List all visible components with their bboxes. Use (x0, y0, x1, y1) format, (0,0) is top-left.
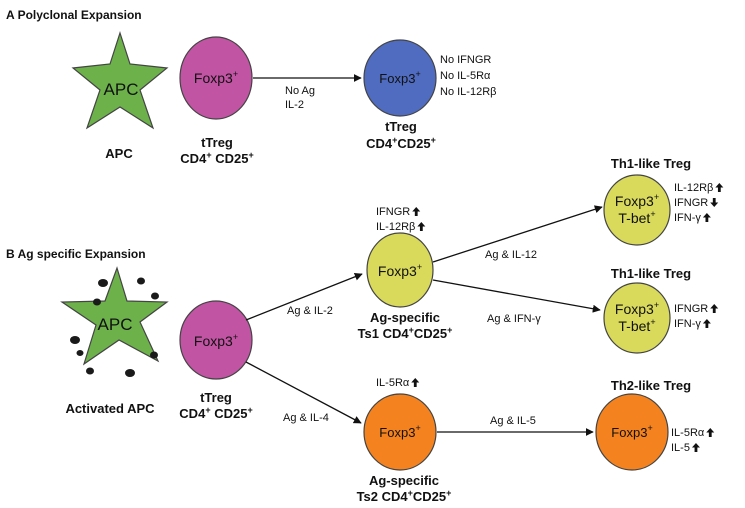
arrow-up-icon (702, 319, 711, 328)
treg-expanded-caption: CD4+CD25+ (366, 135, 436, 151)
th1a-line1: Foxp3+ (615, 192, 659, 209)
marker-label: IFN-γ (674, 212, 701, 224)
ttreg-b-label: Foxp3+ (194, 332, 238, 349)
arrow-up-icon (706, 428, 715, 437)
arrow-up-icon (710, 304, 719, 313)
activated-apc-label: APC (98, 315, 133, 334)
ttreg-cell-a: Foxp3+ (179, 36, 253, 120)
apc-cell-a: APC (71, 31, 169, 130)
th1-like-treg-b-title: Th1-like Treg (611, 266, 691, 281)
arrow-up-icon (702, 213, 711, 222)
ts1-label: Foxp3+ (378, 262, 422, 279)
antigen-particles (70, 277, 159, 377)
ts1-cell: Foxp3+ (366, 232, 434, 308)
ts2-markers: IL-5Rα (376, 377, 420, 389)
apc-caption: APC (105, 146, 133, 161)
arrow-ag-ifng (432, 279, 601, 313)
edge-ag-il4-label: Ag & IL-4 (283, 412, 329, 424)
marker-label: IFNGR (376, 206, 410, 218)
ttreg-a-caption: CD4+ CD25+ (180, 150, 253, 166)
ttreg-b-caption: CD4+ CD25+ (179, 405, 252, 421)
marker-label: IL-12Rβ (376, 221, 415, 233)
ttreg-cell-b: Foxp3+ (179, 300, 253, 380)
th1b-line2: T-bet+ (618, 317, 655, 334)
th2-like-treg-cell: Foxp3+ (595, 393, 669, 471)
ts1-caption: Ts1 CD4+CD25+ (358, 325, 453, 341)
marker-label: IFN-γ (674, 318, 701, 330)
arrow-down-icon (710, 198, 719, 207)
marker-label: IL-5 (671, 442, 690, 454)
arrow-ag-il12 (432, 205, 603, 263)
ts2-title: Ag-specific (369, 473, 439, 488)
th2-label: Foxp3+ (611, 423, 652, 440)
th2-like-treg-title: Th2-like Treg (611, 378, 691, 393)
treg-expanded-title: tTreg (385, 119, 417, 134)
marker-label: No IL-5Rα (440, 70, 491, 82)
ts1-title: Ag-specific (370, 310, 440, 325)
treg-expanded-markers: No IFNGR No IL-5Rα No IL-12Rβ (440, 54, 496, 98)
edge-no-ag-label: No Ag (285, 85, 315, 97)
marker-label: IL-5Rα (671, 427, 705, 439)
ts2-caption: Ts2 CD4+CD25+ (357, 488, 452, 504)
arrow-up-icon (417, 222, 426, 231)
section-a-header: A Polyclonal Expansion (6, 8, 142, 22)
arrow-up-icon (412, 207, 421, 216)
activated-apc-caption: Activated APC (65, 401, 155, 416)
ttreg-b-title: tTreg (200, 390, 232, 405)
th1-like-treg-b-markers: IFNGR IFN-γ (674, 303, 719, 330)
edge-ag-il2-label: Ag & IL-2 (287, 305, 333, 317)
activated-apc-cell: APC (60, 266, 169, 377)
arrow-ag-il2 (245, 272, 363, 321)
edge-il2-label: IL-2 (285, 99, 304, 111)
ttreg-a-label: Foxp3+ (194, 69, 238, 86)
ts2-cell: Foxp3+ (363, 393, 437, 471)
marker-label: IFNGR (674, 303, 708, 315)
th1a-line2: T-bet+ (618, 209, 655, 226)
marker-label: IL-5Rα (376, 377, 410, 389)
marker-label: IFNGR (674, 197, 708, 209)
th1-like-treg-a-cell: Foxp3+ T-bet+ (603, 174, 671, 246)
edge-ag-il5-label: Ag & IL-5 (490, 415, 536, 427)
ts2-label: Foxp3+ (379, 423, 420, 440)
marker-label: No IFNGR (440, 54, 491, 66)
treg-expanded-label: Foxp3+ (379, 69, 420, 86)
th1b-line1: Foxp3+ (615, 300, 659, 317)
edge-ag-ifng-label: Ag & IFN-γ (487, 313, 541, 325)
arrow-ag-il4 (245, 361, 362, 424)
th1-like-treg-b-cell: Foxp3+ T-bet+ (603, 282, 671, 354)
edge-ag-il12-label: Ag & IL-12 (485, 249, 537, 261)
arrow-up-icon (715, 183, 724, 192)
arrow-up-icon (691, 443, 700, 452)
marker-label: IL-12Rβ (674, 182, 713, 194)
ts1-markers: IFNGR IL-12Rβ (376, 206, 426, 233)
arrow-up-icon (411, 378, 420, 387)
apc-label: APC (104, 80, 139, 99)
th1-like-treg-a-title: Th1-like Treg (611, 156, 691, 171)
marker-label: No IL-12Rβ (440, 86, 496, 98)
treg-expanded-cell: Foxp3+ (363, 39, 437, 117)
ttreg-a-title: tTreg (201, 135, 233, 150)
section-b-header: B Ag specific Expansion (6, 247, 146, 261)
